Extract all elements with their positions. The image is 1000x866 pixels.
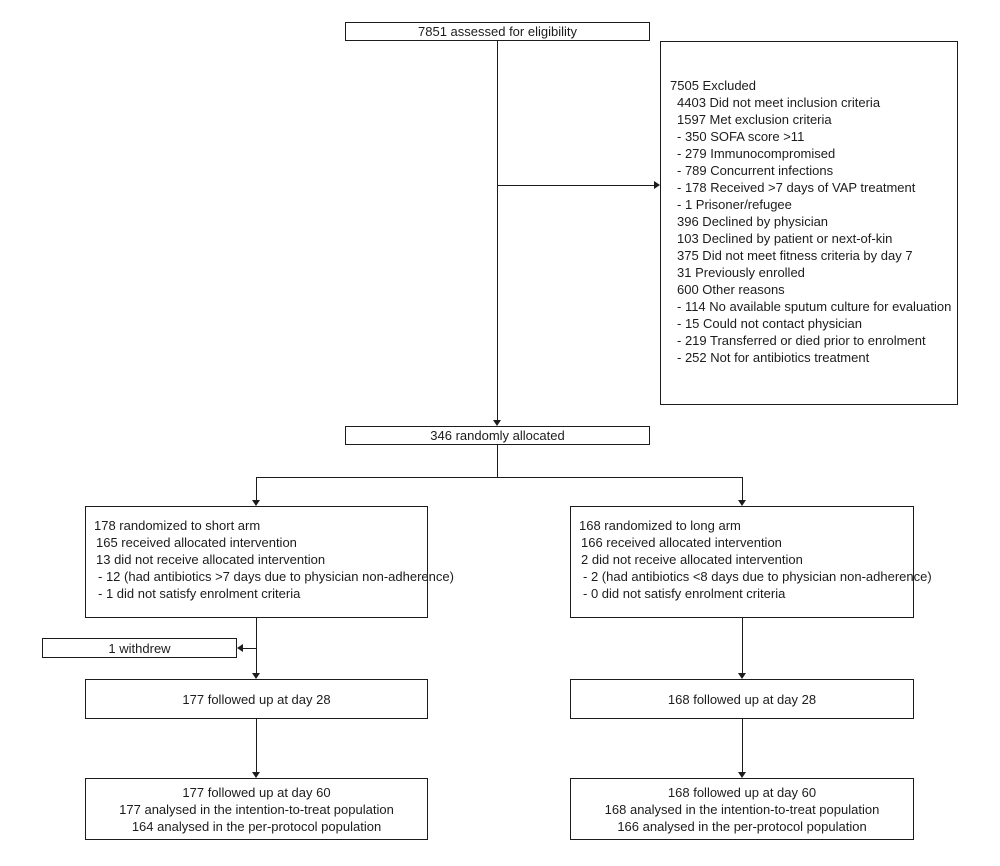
excluded-item: - 178 Received >7 days of VAP treatment bbox=[677, 180, 916, 195]
excluded-item: 103 Declined by patient or next-of-kin bbox=[677, 231, 893, 246]
excluded-item: - 1 Prisoner/refugee bbox=[677, 197, 792, 212]
short-arm-line: 13 did not receive allocated interventio… bbox=[96, 552, 326, 567]
excluded-item: 600 Other reasons bbox=[677, 282, 785, 297]
excluded-item: - 252 Not for antibiotics treatment bbox=[677, 350, 870, 365]
connector-day28-to-day60-long bbox=[742, 719, 743, 772]
long-arm-line: - 0 did not satisfy enrolment criteria bbox=[583, 586, 786, 601]
arrowhead-into-day60-short bbox=[252, 772, 260, 778]
long-arm-line: 2 did not receive allocated intervention bbox=[581, 552, 803, 567]
day60-long-line: 168 followed up at day 60 bbox=[667, 784, 817, 800]
box-excluded: 7505 Excluded 4403 Did not meet inclusio… bbox=[660, 41, 958, 405]
connector-branch-horizontal bbox=[256, 477, 742, 478]
connector-long-arm-to-day28 bbox=[742, 618, 743, 673]
excluded-item: - 279 Immunocompromised bbox=[677, 146, 836, 161]
excluded-item: 375 Did not meet fitness criteria by day… bbox=[677, 248, 913, 263]
connector-day28-to-day60-short bbox=[256, 719, 257, 772]
connector-allocated-stem bbox=[497, 445, 498, 477]
arrowhead-into-withdrew bbox=[237, 644, 243, 652]
box-long-arm-allocation: 168 randomized to long arm 166 received … bbox=[570, 506, 932, 618]
short-arm-line: - 12 (had antibiotics >7 days due to phy… bbox=[98, 569, 454, 584]
excluded-item: 396 Declined by physician bbox=[677, 214, 829, 229]
excluded-title: 7505 Excluded bbox=[670, 78, 757, 93]
arrowhead-into-day28-long bbox=[738, 673, 746, 679]
day60-short-line: 177 analysed in the intention-to-treat p… bbox=[119, 801, 394, 817]
box-day28-long: 168 followed up at day 28 bbox=[570, 679, 914, 719]
box-assessed-for-eligibility: 7851 assessed for eligibility bbox=[345, 22, 650, 41]
connector-short-arm-to-day28 bbox=[256, 618, 257, 673]
connector-to-withdrew bbox=[243, 648, 256, 649]
long-arm-line: 168 randomized to long arm bbox=[579, 518, 741, 533]
arrowhead-into-allocated bbox=[493, 420, 501, 426]
assessed-text: 7851 assessed for eligibility bbox=[418, 24, 577, 39]
excluded-item: 31 Previously enrolled bbox=[677, 265, 805, 280]
connector-branch-left bbox=[256, 477, 257, 500]
arrowhead-into-day28-short bbox=[252, 673, 260, 679]
connector-assessed-to-allocated bbox=[497, 41, 498, 420]
short-arm-line: 165 received allocated intervention bbox=[96, 535, 297, 550]
day28-short-text: 177 followed up at day 28 bbox=[182, 691, 331, 707]
day60-short-line: 164 analysed in the per-protocol populat… bbox=[131, 818, 382, 834]
allocated-text: 346 randomly allocated bbox=[430, 428, 565, 443]
box-day60-short: 177 followed up at day 60 177 analysed i… bbox=[85, 778, 428, 840]
connector-branch-right bbox=[742, 477, 743, 500]
excluded-item: - 219 Transferred or died prior to enrol… bbox=[677, 333, 926, 348]
day60-long-line: 168 analysed in the intention-to-treat p… bbox=[604, 801, 880, 817]
short-arm-line: 178 randomized to short arm bbox=[94, 518, 261, 533]
short-arm-line: - 1 did not satisfy enrolment criteria bbox=[98, 586, 301, 601]
box-withdrew: 1 withdrew bbox=[42, 638, 237, 658]
connector-to-excluded bbox=[497, 185, 654, 186]
box-day60-long: 168 followed up at day 60 168 analysed i… bbox=[570, 778, 914, 840]
box-randomly-allocated: 346 randomly allocated bbox=[345, 426, 650, 445]
excluded-item: - 789 Concurrent infections bbox=[677, 163, 834, 178]
excluded-item: - 350 SOFA score >11 bbox=[677, 129, 805, 144]
withdrew-text: 1 withdrew bbox=[108, 640, 171, 656]
long-arm-line: - 2 (had antibiotics <8 days due to phys… bbox=[583, 569, 932, 584]
excluded-item: 1597 Met exclusion criteria bbox=[677, 112, 832, 127]
arrowhead-into-day60-long bbox=[738, 772, 746, 778]
excluded-item: - 114 No available sputum culture for ev… bbox=[677, 299, 952, 314]
day28-long-text: 168 followed up at day 28 bbox=[667, 691, 817, 707]
day60-long-line: 166 analysed in the per-protocol populat… bbox=[617, 818, 867, 834]
box-short-arm-allocation: 178 randomized to short arm 165 received… bbox=[85, 506, 454, 618]
arrowhead-into-long-arm bbox=[738, 500, 746, 506]
arrowhead-into-excluded bbox=[654, 181, 660, 189]
day60-short-line: 177 followed up at day 60 bbox=[182, 784, 331, 800]
long-arm-line: 166 received allocated intervention bbox=[581, 535, 782, 550]
excluded-item: 4403 Did not meet inclusion criteria bbox=[677, 95, 881, 110]
arrowhead-into-short-arm bbox=[252, 500, 260, 506]
box-day28-short: 177 followed up at day 28 bbox=[85, 679, 428, 719]
excluded-item: - 15 Could not contact physician bbox=[677, 316, 862, 331]
